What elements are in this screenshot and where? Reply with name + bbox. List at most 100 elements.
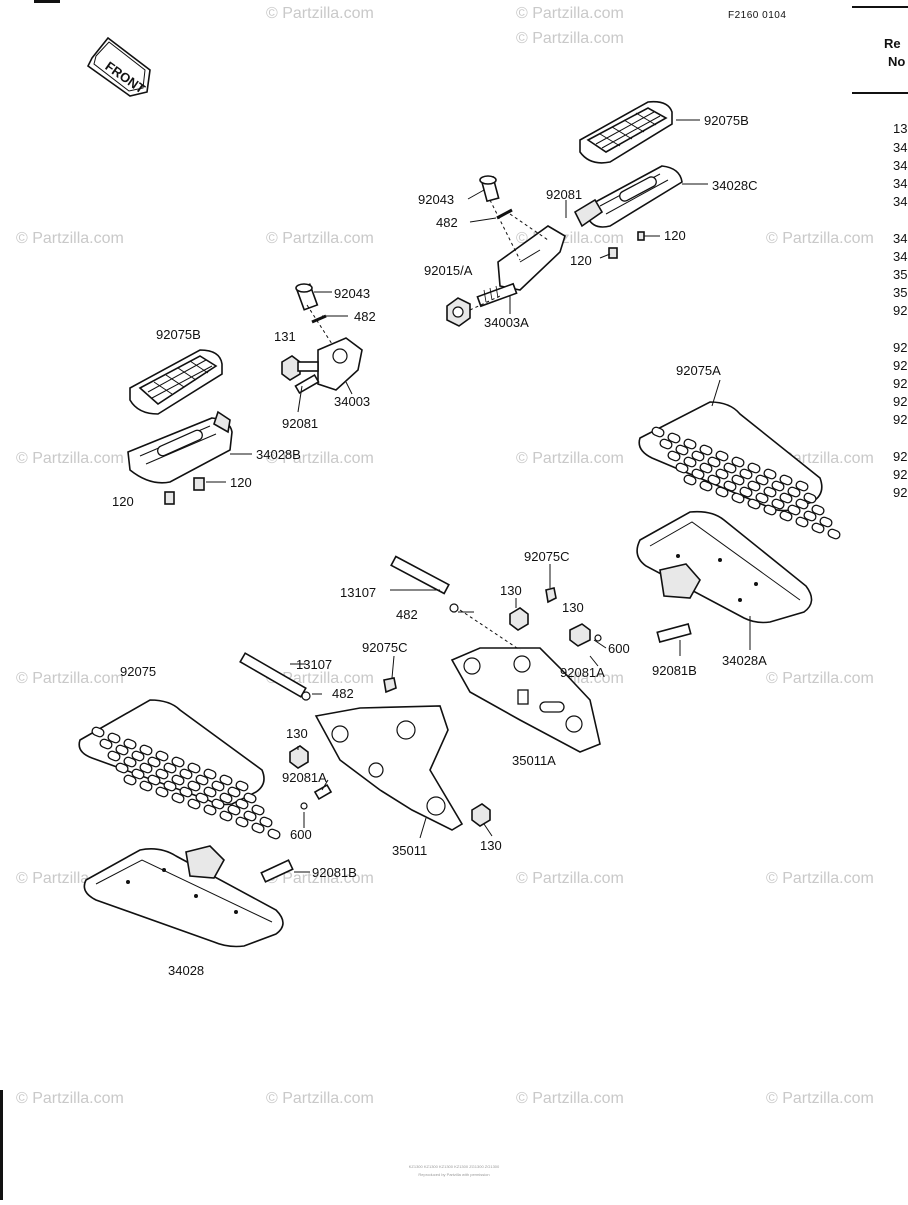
part-label: 482 [436, 215, 458, 230]
part-label: 130 [286, 726, 308, 741]
part-label: 130 [562, 600, 584, 615]
part-label: 34028A [722, 653, 767, 668]
watermark-text: © Partzilla.com [516, 450, 624, 467]
rubber-92075b-upper [579, 100, 673, 164]
part-label: 482 [354, 309, 376, 324]
part-label: 92075C [524, 549, 570, 564]
bracket-34003a [476, 225, 566, 308]
margin-bar [0, 1090, 3, 1200]
bolt-120-left-a [164, 491, 175, 505]
ref-number: 92 [893, 303, 907, 318]
part-label: 600 [608, 641, 630, 656]
part-label: 35011 [392, 843, 427, 858]
nut-92015a [446, 297, 471, 327]
bracket-35011a [450, 647, 601, 753]
part-label: 120 [112, 494, 134, 509]
part-label: 92081B [312, 865, 357, 880]
part-label: 34028C [712, 178, 758, 193]
ref-number: 92 [893, 394, 907, 409]
watermark-text: © Partzilla.com [16, 670, 124, 687]
watermark-text: © Partzilla.com [16, 230, 124, 247]
rubber-92075b-left [129, 349, 223, 415]
ref-number: 34 [893, 249, 907, 264]
part-label: 13107 [340, 585, 376, 600]
clip-482-right [449, 603, 459, 613]
part-label: 34003 [334, 394, 370, 409]
part-label: 92081 [282, 416, 318, 431]
ref-number: 92 [893, 376, 907, 391]
ball-600-right [594, 634, 602, 642]
ref-header-line1: Re [884, 36, 901, 51]
bracket-35011 [314, 705, 464, 831]
part-label: 13107 [296, 657, 332, 672]
ref-number: 35 [893, 285, 907, 300]
part-label: 92075C [362, 640, 408, 655]
bolt-130-left-b [471, 803, 491, 827]
ref-number: 34 [893, 194, 907, 209]
pin-92043-left [295, 283, 319, 311]
bolt-120-upper-a [608, 247, 618, 259]
ref-number: 92 [893, 412, 907, 427]
ref-number: 35 [893, 267, 907, 282]
bolt-131 [281, 355, 319, 381]
watermark-text: © Partzilla.com [16, 450, 124, 467]
part-label: 92075B [704, 113, 749, 128]
part-label: 92075 [120, 664, 156, 679]
part-label: 92081A [282, 770, 327, 785]
spring-92081-left [294, 373, 320, 395]
ref-number: 34 [893, 231, 907, 246]
ref-header-line2: No [888, 54, 905, 69]
watermark-text: © Partzilla.com [266, 5, 374, 22]
footpeg-34028b [127, 410, 233, 484]
bolt-130-right-b [569, 623, 591, 647]
part-label: 92081B [652, 663, 697, 678]
part-label: 120 [570, 253, 592, 268]
part-label: 92081A [560, 665, 605, 680]
part-label: 600 [290, 827, 312, 842]
part-label: 35011A [512, 753, 556, 768]
floorboard-34028 [83, 845, 284, 948]
watermark-text: © Partzilla.com [266, 1090, 374, 1107]
diagram-code: F2160 0104 [728, 10, 786, 21]
watermark-text: © Partzilla.com [766, 230, 874, 247]
part-label: 482 [396, 607, 418, 622]
footer-line1: KZ1300 KZ1300 KZ1300 KZ1300 ZG1300 ZG130… [409, 1164, 500, 1169]
watermark-text: © Partzilla.com [266, 230, 374, 247]
spring-92081a-left [313, 783, 333, 801]
watermark-text: © Partzilla.com [766, 870, 874, 887]
ref-number: 92 [893, 485, 907, 500]
rubber-92075 [78, 699, 281, 840]
ball-600-left [300, 802, 308, 810]
bolt-130-right-a [509, 607, 529, 631]
clip-482-left-lower [301, 691, 311, 701]
part-label: 92043 [418, 192, 454, 207]
front-arrow-icon: FRONT [86, 36, 151, 97]
spring-92081b-left [260, 859, 294, 883]
bolt-130-left-a [289, 745, 309, 769]
watermark-text: © Partzilla.com [516, 30, 624, 47]
watermark-text: © Partzilla.com [516, 1090, 624, 1107]
part-label: 482 [332, 686, 354, 701]
bolt-120-upper-b [637, 231, 645, 241]
part-label: 34028B [256, 447, 301, 462]
part-label: 130 [500, 583, 522, 598]
part-labels: 92075B 34028C 92043 92081 482 120 92015/A 120 34… [112, 113, 767, 978]
footpeg-34028c [573, 165, 683, 228]
watermark-text: © Partzilla.com [516, 870, 624, 887]
ref-number: 92 [893, 467, 907, 482]
part-label: 92081 [546, 187, 582, 202]
footer-line2: Reproduced by Partzilla with permission [418, 1172, 489, 1177]
bumper-92075c-right [545, 587, 557, 604]
rubber-92075a [638, 401, 841, 540]
part-label: 131 [274, 329, 296, 344]
watermark-text: © Partzilla.com [516, 5, 624, 22]
ref-number: 92 [893, 358, 907, 373]
watermark-text: © Partzilla.com [766, 1090, 874, 1107]
part-label: 92043 [334, 286, 370, 301]
ref-number: 92 [893, 449, 907, 464]
pin-13107-right [390, 555, 450, 595]
ref-number: 34 [893, 140, 907, 155]
watermark-text: © Partzilla.com [266, 870, 374, 887]
part-label: 92015/A [424, 263, 473, 278]
